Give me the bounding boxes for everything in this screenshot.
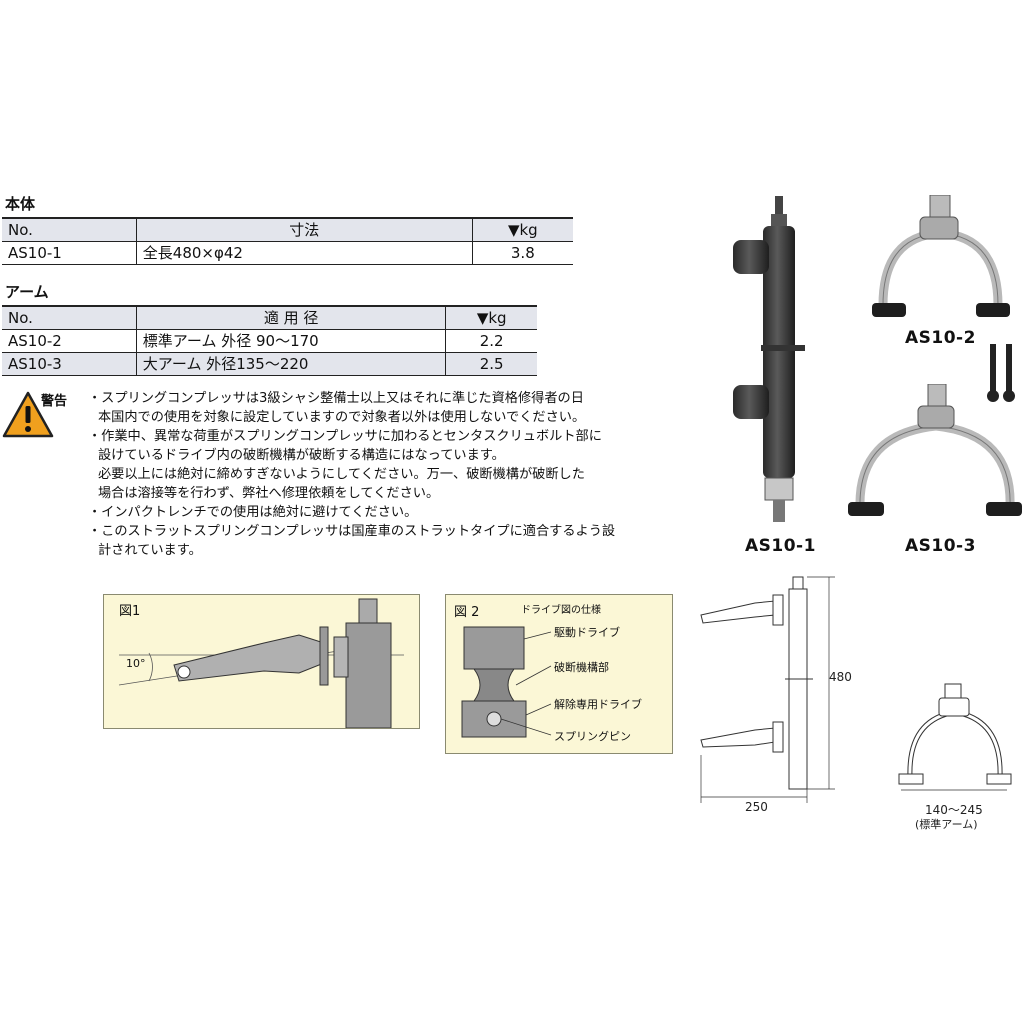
table-row: AS10-1 全長480×φ42 3.8 bbox=[2, 241, 573, 265]
bolts-image bbox=[987, 344, 1015, 402]
callout-release-drive: 解除専用ドライブ bbox=[554, 698, 642, 711]
angle-label: 10° bbox=[126, 657, 146, 670]
warning-line: 必要以上には絶対に締めすぎないようにしてください。万一、破断機構が破断した bbox=[98, 467, 585, 482]
as10-2-product-image bbox=[872, 195, 1010, 317]
cell-diameter: 標準アーム 外径 90～170 bbox=[135, 329, 446, 353]
arm-range-note: (標準アーム) bbox=[915, 818, 978, 831]
table-header-row: No. 寸法 ▼kg bbox=[2, 217, 573, 242]
table-row: AS10-3 大アーム 外径135～220 2.5 bbox=[2, 352, 537, 376]
col-header-weight: ▼kg bbox=[445, 305, 537, 330]
body-section-title: 本体 bbox=[5, 195, 36, 213]
cell-model: AS10-3 bbox=[2, 352, 137, 376]
cell-model: AS10-1 bbox=[2, 241, 137, 265]
callout-spring-pin: スプリングピン bbox=[554, 730, 631, 743]
cell-weight: 2.2 bbox=[445, 329, 537, 353]
as10-3-product-image bbox=[848, 384, 1022, 516]
warning-line: ・作業中、異常な荷重がスプリングコンプレッサに加わるとセンタスクリュボルト部に bbox=[88, 429, 602, 444]
callout-drive: 駆動ドライブ bbox=[554, 626, 620, 639]
wrench-angle-diagram bbox=[118, 598, 404, 728]
figure-2-label: 図 2 bbox=[454, 605, 480, 620]
warning-line: 設けているドライブ内の破断機構が破断する構造にはなっています。 bbox=[98, 448, 505, 463]
arm-section-title: アーム bbox=[5, 283, 49, 301]
width-dimension: 250 bbox=[745, 800, 768, 814]
warning-line: 本国内での使用を対象に設定していますので対象者以外は使用しないでください。 bbox=[98, 410, 586, 425]
body-spec-table: No. 寸法 ▼kg AS10-1 全長480×φ42 3.8 bbox=[2, 217, 573, 265]
cell-weight: 3.8 bbox=[471, 241, 573, 265]
warning-line: 場合は溶接等を行わず、弊社へ修理依頼をしてください。 bbox=[98, 486, 440, 501]
warning-line: ・スプリングコンプレッサは3級シャシ整備士以上又はそれに準じた資格修得者の日 bbox=[88, 391, 584, 406]
cell-weight: 2.5 bbox=[445, 352, 537, 376]
cell-model: AS10-2 bbox=[2, 329, 137, 353]
cell-dimension: 全長480×φ42 bbox=[135, 241, 473, 265]
callout-break-mechanism: 破断機構部 bbox=[554, 661, 609, 674]
table-row: AS10-2 標準アーム 外径 90～170 2.2 bbox=[2, 329, 537, 353]
drive-diagram bbox=[461, 626, 552, 738]
table-header-row: No. 適 用 径 ▼kg bbox=[2, 305, 537, 330]
warning-line: ・このストラットスプリングコンプレッサは国産車のストラットタイプに適合するよう設 bbox=[88, 524, 616, 539]
figure-2-title: ドライブ図の仕様 bbox=[521, 605, 601, 616]
warning-label: 警告 bbox=[41, 394, 68, 409]
arm-spec-table: No. 適 用 径 ▼kg AS10-2 標準アーム 外径 90～170 2.2… bbox=[2, 305, 537, 376]
as10-3-caption: AS10-3 bbox=[905, 536, 976, 556]
col-header-dimension: 寸法 bbox=[135, 217, 473, 242]
arm-range-dimension: 140～245 bbox=[925, 803, 983, 817]
as10-1-product-image bbox=[733, 196, 805, 522]
as10-2-caption: AS10-2 bbox=[905, 328, 976, 348]
warning-text: ・スプリングコンプレッサは3級シャシ整備士以上又はそれに準じた資格修得者の日 本… bbox=[88, 389, 688, 560]
arm-dimension-drawing bbox=[898, 683, 1012, 791]
figure-1: 図1 10° bbox=[103, 594, 420, 729]
col-header-no: No. bbox=[2, 217, 137, 242]
figure-1-label: 図1 bbox=[119, 604, 141, 619]
cell-diameter: 大アーム 外径135～220 bbox=[135, 352, 446, 376]
col-header-weight: ▼kg bbox=[471, 217, 573, 242]
col-header-diameter: 適 用 径 bbox=[135, 305, 446, 330]
warning-icon bbox=[2, 391, 54, 438]
warning-line: 計されています。 bbox=[98, 543, 202, 558]
warning-line: ・インパクトレンチでの使用は絶対に避けてください。 bbox=[88, 505, 418, 520]
figure-2: 図 2 ドライブ図の仕様 駆動ドライブ 破断機構部 解除専用ドライブ スプリング… bbox=[445, 594, 673, 754]
assembly-dimension-drawing bbox=[700, 576, 835, 803]
col-header-no: No. bbox=[2, 305, 137, 330]
as10-1-caption: AS10-1 bbox=[745, 536, 816, 556]
height-dimension: 480 bbox=[829, 670, 852, 684]
